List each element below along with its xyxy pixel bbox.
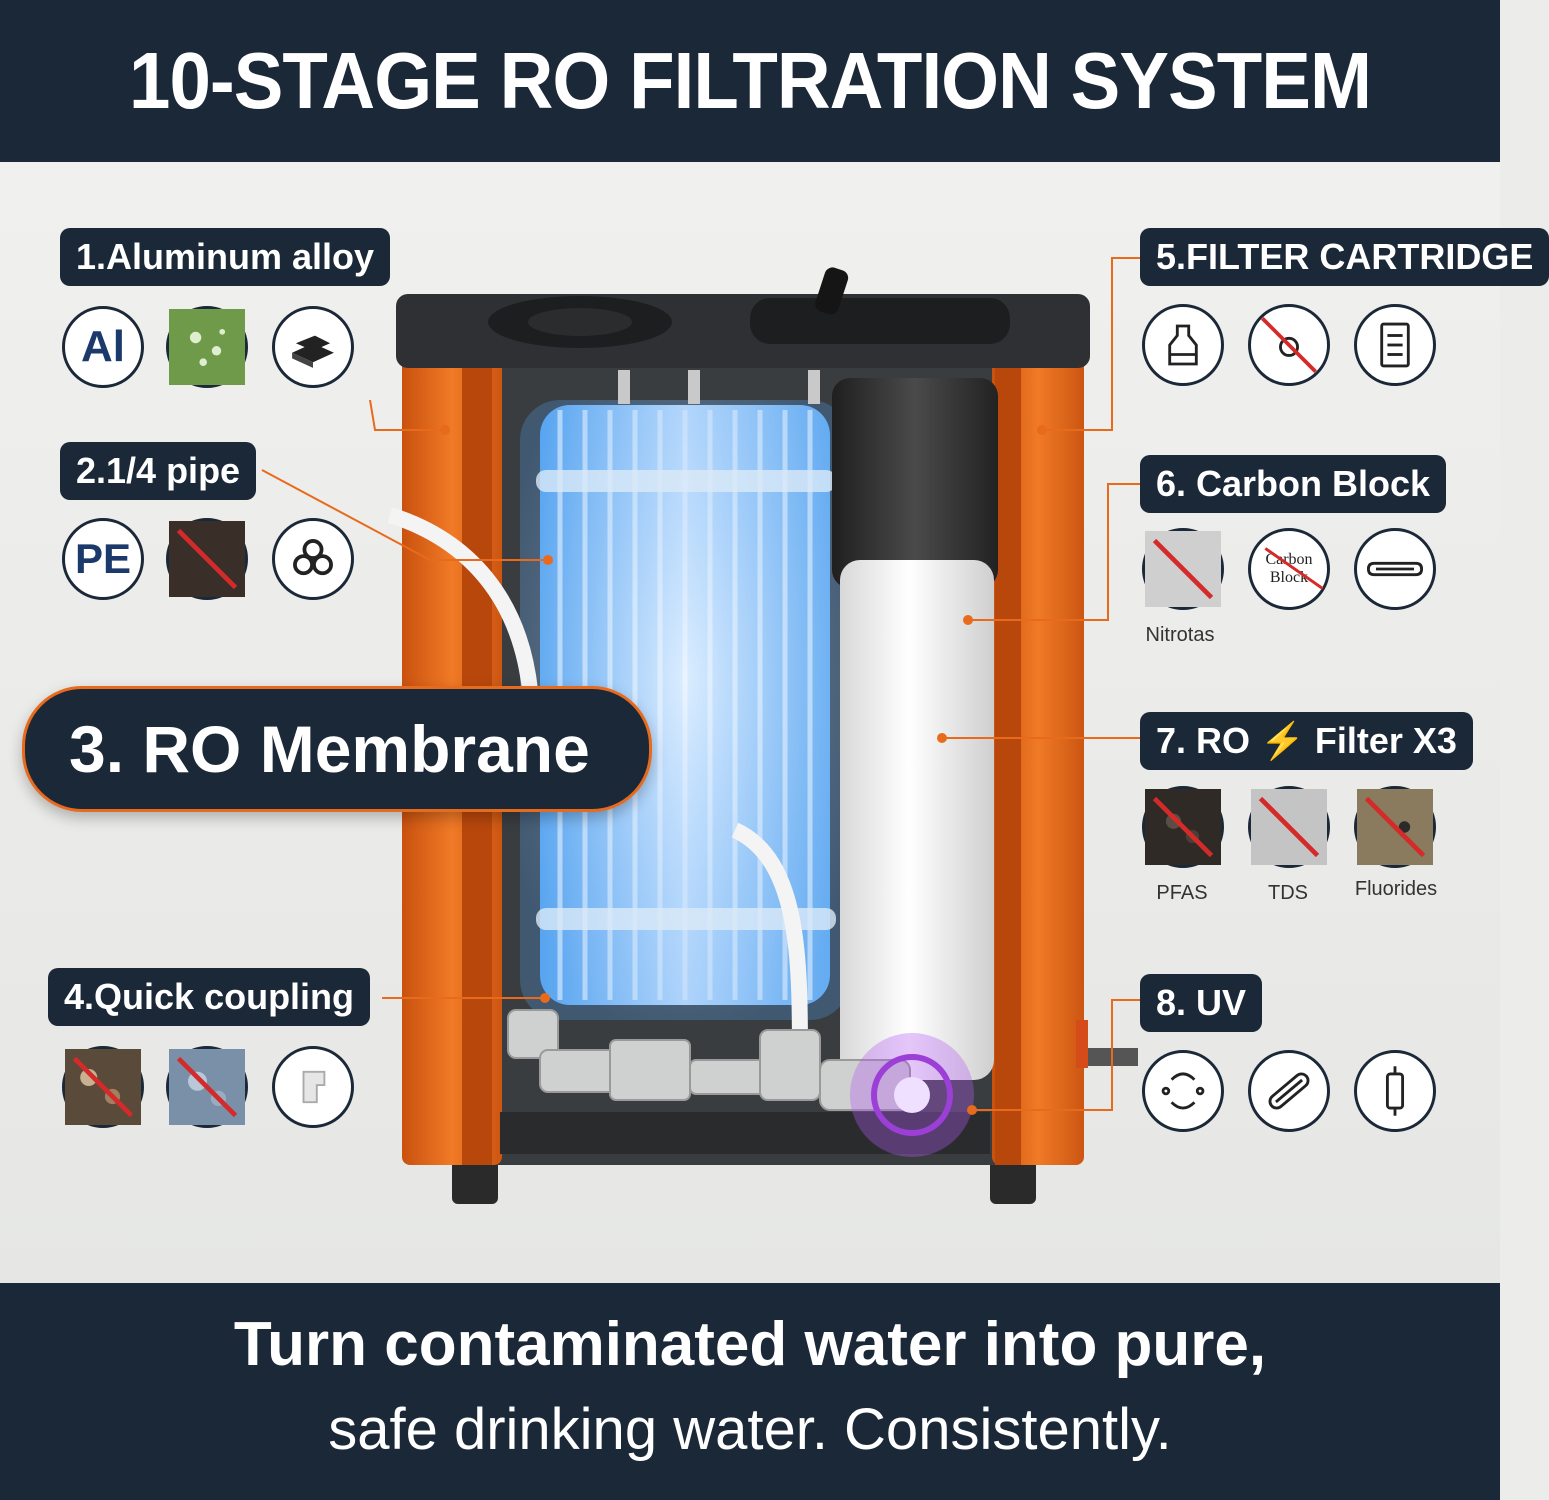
callout-lines: [261, 257, 1142, 1111]
cartridge-outline-icon: [1142, 304, 1224, 386]
fluorides-caption: Fluorides: [1354, 878, 1438, 900]
lid-opening-left-inner: [528, 308, 632, 336]
water-droplets-icon: [166, 306, 248, 388]
aluminum-al-text: Al: [81, 322, 125, 371]
coil-band-bottom: [536, 908, 836, 930]
white-cartridge: [840, 560, 994, 1080]
tds-caption: TDS: [1268, 882, 1308, 904]
white-tube-right: [731, 822, 808, 1061]
blocked-rust-icon: [62, 1046, 144, 1128]
stage1-label: 1.Aluminum alloy: [60, 228, 391, 286]
blocked-nitrates-icon: [1142, 528, 1224, 610]
uv-glow-ring: [871, 1054, 953, 1136]
title-banner: 10-STAGE RO FILTRATION SYSTEM: [0, 0, 1500, 162]
stage4-label: 4.Quick coupling: [48, 968, 371, 1026]
right-wall-inner-edge: [995, 365, 1021, 1165]
tagline-line2: safe drinking water. Consistently.: [328, 1397, 1172, 1462]
lid-opening-right: [750, 298, 1010, 344]
blocked-tds-icon: [1248, 786, 1330, 868]
faucet-handle: [815, 267, 849, 315]
aluminum-al-icon: Al: [62, 306, 144, 388]
stage2-label: 2.1/4 pipe: [60, 442, 257, 500]
outlet-valve: [1076, 1020, 1088, 1068]
filter-sheet-icon: [1354, 304, 1436, 386]
nitrates-caption: Nitrotas: [1145, 624, 1215, 646]
uv-cartridge-icon: [1354, 1050, 1436, 1132]
tagline-banner: Turn contaminated water into pure, safe …: [0, 1283, 1500, 1500]
tagline-line1: Turn contaminated water into pure,: [233, 1310, 1267, 1379]
cartridge-housing: [832, 378, 998, 588]
sterilize-cycle-icon: [1142, 1050, 1224, 1132]
outlet-pipe: [1080, 1048, 1138, 1066]
elbow-fitting-icon: [272, 1046, 354, 1128]
blocked-pfas-icon: [1142, 786, 1224, 868]
callout-dots: [440, 425, 1047, 1115]
white-tube-left: [387, 507, 538, 691]
pfas-caption: PFAS: [1156, 882, 1208, 904]
coil-band-top: [536, 470, 836, 492]
pe-material-icon: PE: [62, 518, 144, 600]
blocked-sediment-icon: [166, 518, 248, 600]
blocked-particle-icon: [1248, 304, 1330, 386]
blocked-bacteria-icon: [166, 1046, 248, 1128]
page-title: 10-STAGE RO FILTRATION SYSTEM: [128, 36, 1372, 125]
stage8-label: 8. UV: [1140, 974, 1263, 1032]
metal-ingot-icon: [272, 306, 354, 388]
pipe-bundle-icon: [272, 518, 354, 600]
uv-lamp-tube-icon: [1248, 1050, 1330, 1132]
blocked-fluorides-icon: [1354, 786, 1436, 868]
uv-glow-core: [894, 1077, 930, 1113]
pe-text: PE: [74, 535, 132, 582]
stage5-label: 5.FILTER CARTRIDGE: [1140, 228, 1549, 286]
stage6-label: 6. Carbon Block: [1140, 455, 1447, 513]
top-fittings: [618, 370, 820, 404]
carbon-block-icon: Carbon Block: [1248, 528, 1330, 610]
stage3-label: 3. RO Membrane: [22, 686, 652, 812]
stage7-label: 7. RO ⚡ Filter X3: [1140, 712, 1473, 770]
carbon-sheet-icon: [1354, 528, 1436, 610]
bottom-plumbing: [507, 1009, 911, 1111]
